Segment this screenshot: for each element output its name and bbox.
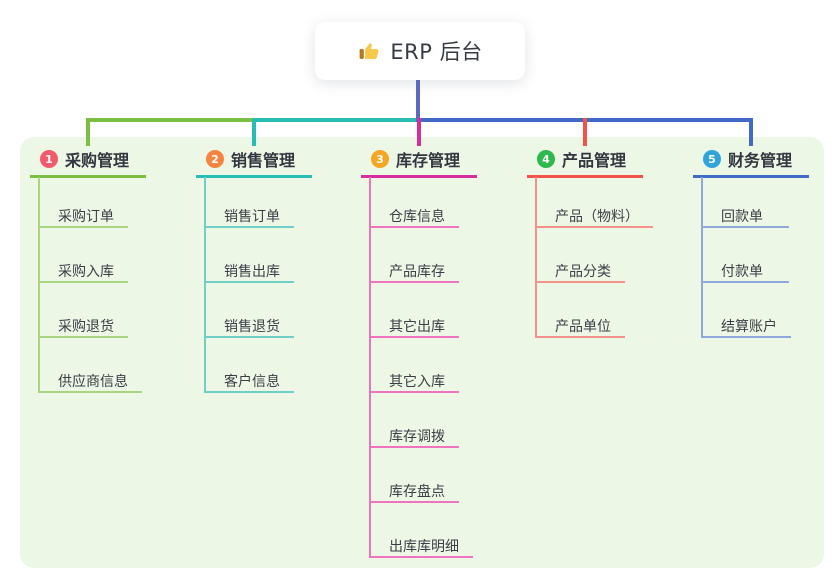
leaf-node-销售退货[interactable]: 销售退货 <box>224 319 280 335</box>
leaf-node-回款单[interactable]: 回款单 <box>721 209 763 225</box>
leaf-underline-采购退货 <box>38 336 128 338</box>
leaf-underline-库存调拨 <box>369 446 459 448</box>
leaf-underline-产品（物料） <box>535 226 653 228</box>
leaf-node-销售订单[interactable]: 销售订单 <box>224 209 280 225</box>
leaf-underline-结算账户 <box>701 336 791 338</box>
leaf-node-产品单位[interactable]: 产品单位 <box>555 319 611 335</box>
rail-segment-left <box>86 118 254 122</box>
thumbs-up-icon <box>357 39 381 63</box>
branch-5-title-underline <box>693 175 809 178</box>
leaf-node-产品分类[interactable]: 产品分类 <box>555 264 611 280</box>
leaf-node-仓库信息[interactable]: 仓库信息 <box>389 209 445 225</box>
leaf-node-供应商信息[interactable]: 供应商信息 <box>58 374 128 390</box>
leaf-underline-其它入库 <box>369 391 459 393</box>
leaf-underline-供应商信息 <box>38 391 142 393</box>
leaf-underline-回款单 <box>701 226 789 228</box>
branch-3-title-underline <box>361 175 477 178</box>
branch-1-spine <box>38 177 40 393</box>
branch-5-spine <box>701 177 703 338</box>
leaf-underline-库存盘点 <box>369 501 459 503</box>
branch-2-drop-connector <box>252 118 256 146</box>
branch-number-badge: 4 <box>537 150 555 168</box>
leaf-node-采购退货[interactable]: 采购退货 <box>58 319 114 335</box>
leaf-node-产品库存[interactable]: 产品库存 <box>389 264 445 280</box>
leaf-underline-采购订单 <box>38 226 128 228</box>
branch-4-drop-connector <box>583 118 587 146</box>
leaf-node-销售出库[interactable]: 销售出库 <box>224 264 280 280</box>
leaf-underline-产品单位 <box>535 336 625 338</box>
leaf-underline-销售退货 <box>204 336 294 338</box>
leaf-underline-采购入库 <box>38 281 128 283</box>
leaf-node-结算账户[interactable]: 结算账户 <box>721 319 777 335</box>
leaf-underline-销售订单 <box>204 226 294 228</box>
leaf-node-客户信息[interactable]: 客户信息 <box>224 374 280 390</box>
leaf-node-采购入库[interactable]: 采购入库 <box>58 264 114 280</box>
branch-4-spine <box>535 177 537 338</box>
leaf-node-出库库明细[interactable]: 出库库明细 <box>389 539 459 555</box>
leaf-underline-销售出库 <box>204 281 294 283</box>
root-connector <box>416 80 420 120</box>
leaf-underline-客户信息 <box>204 391 294 393</box>
branch-5-drop-connector <box>749 118 753 146</box>
leaf-underline-仓库信息 <box>369 226 459 228</box>
root-node[interactable]: ERP 后台 <box>315 22 525 80</box>
branch-1-title-underline <box>30 175 146 178</box>
leaf-underline-产品库存 <box>369 281 459 283</box>
rail-segment-mid <box>252 118 420 122</box>
branch-node-产品管理[interactable]: 4 产品管理 <box>537 149 627 170</box>
branch-node-财务管理[interactable]: 5 财务管理 <box>703 149 793 170</box>
leaf-underline-其它出库 <box>369 336 459 338</box>
branch-number-badge: 2 <box>206 150 224 168</box>
leaf-node-其它入库[interactable]: 其它入库 <box>389 374 445 390</box>
root-node-label: ERP 后台 <box>390 40 483 64</box>
branch-4-title-underline <box>527 175 643 178</box>
leaf-node-付款单[interactable]: 付款单 <box>721 264 763 280</box>
leaf-underline-付款单 <box>701 281 789 283</box>
branch-node-采购管理[interactable]: 1 采购管理 <box>40 149 130 170</box>
branch-node-销售管理[interactable]: 2 销售管理 <box>206 149 296 170</box>
branch-number-badge: 5 <box>703 150 721 168</box>
branch-node-库存管理[interactable]: 3 库存管理 <box>371 149 461 170</box>
leaf-node-库存调拨[interactable]: 库存调拨 <box>389 429 445 445</box>
branch-number-badge: 3 <box>371 150 389 168</box>
leaf-underline-产品分类 <box>535 281 625 283</box>
branch-title-label: 采购管理 <box>65 151 130 170</box>
background-panel <box>20 137 824 568</box>
branch-2-title-underline <box>196 175 312 178</box>
leaf-underline-出库库明细 <box>369 556 473 558</box>
leaf-node-采购订单[interactable]: 采购订单 <box>58 209 114 225</box>
branch-title-label: 库存管理 <box>396 151 461 170</box>
leaf-node-库存盘点[interactable]: 库存盘点 <box>389 484 445 500</box>
branch-number-badge: 1 <box>40 150 58 168</box>
branch-title-label: 财务管理 <box>728 151 793 170</box>
branch-3-drop-connector <box>417 118 421 146</box>
branch-title-label: 销售管理 <box>231 151 296 170</box>
leaf-node-其它出库[interactable]: 其它出库 <box>389 319 445 335</box>
branch-title-label: 产品管理 <box>562 151 627 170</box>
branch-1-drop-connector <box>86 118 90 146</box>
leaf-node-产品（物料）[interactable]: 产品（物料） <box>555 209 639 225</box>
branch-3-spine <box>369 177 371 558</box>
branch-2-spine <box>204 177 206 393</box>
